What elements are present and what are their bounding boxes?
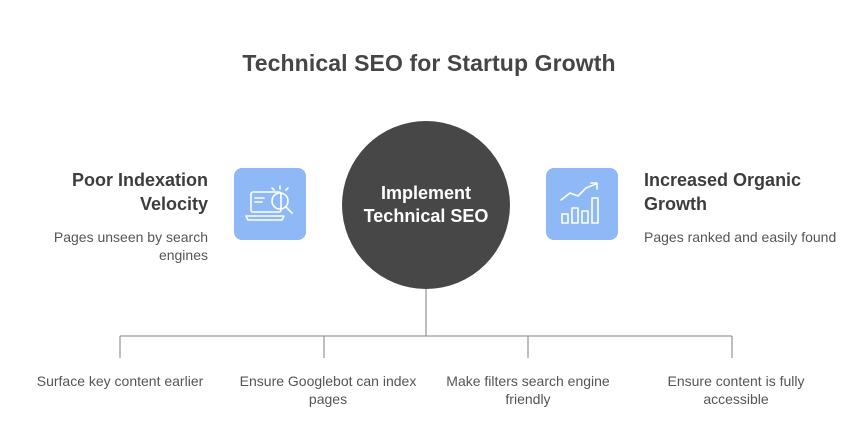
growth-chart-icon — [546, 168, 618, 240]
central-concept-label: Implement Technical SEO — [363, 183, 489, 226]
central-concept: Implement Technical SEO — [342, 121, 510, 289]
problem-title: Poor Indexation Velocity — [71, 170, 208, 214]
page-title: Technical SEO for Startup Growth — [242, 50, 616, 76]
problem-description: Pages unseen by search engines — [53, 229, 208, 263]
branch-label-surface-content: Surface key content earlier — [36, 373, 204, 389]
branch-label-content-accessible: Ensure content is fully accessible — [667, 373, 805, 407]
branch-label-googlebot-index: Ensure Googlebot can index pages — [239, 373, 417, 407]
laptop-search-icon — [234, 168, 306, 240]
outcome-title: Increased Organic Growth — [644, 170, 802, 214]
outcome-description: Pages ranked and easily found — [644, 229, 837, 245]
branch-label-filters-friendly: Make filters search engine friendly — [446, 373, 610, 407]
